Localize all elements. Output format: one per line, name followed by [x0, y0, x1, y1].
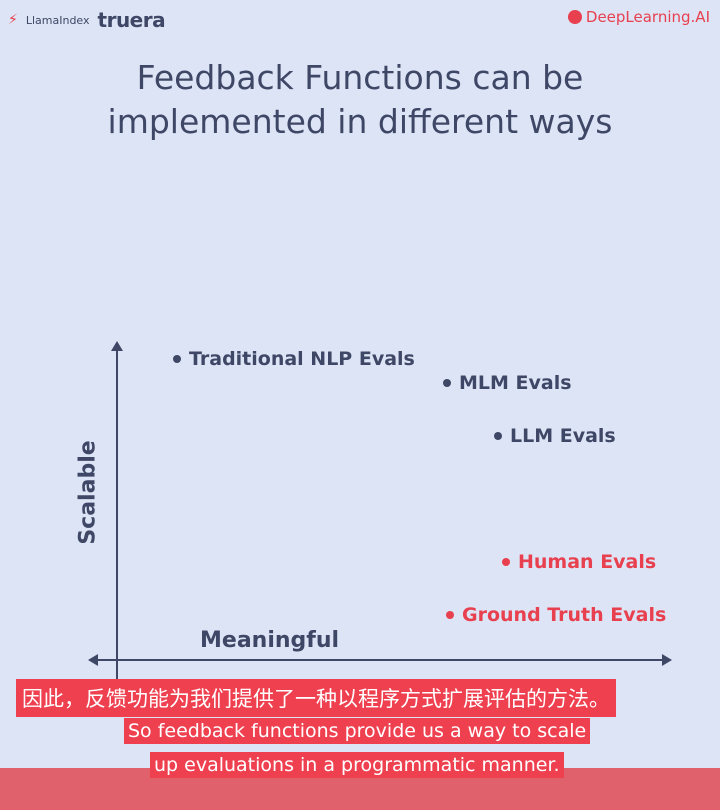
deeplearning-label: DeepLearning.AI: [585, 8, 710, 26]
point-label: Human Evals: [518, 551, 657, 573]
dot-icon: [173, 355, 181, 363]
x-axis-label: Meaningful: [200, 628, 340, 653]
subtitle-english-line-2: up evaluations in a programmatic manner.: [150, 752, 564, 778]
point-mlm: MLM Evals: [443, 372, 572, 394]
point-human: Human Evals: [502, 551, 656, 573]
y-axis: [111, 341, 123, 680]
point-ground-truth: Ground Truth Evals: [446, 604, 666, 626]
partner-logos: ⚡ LlamaIndex truera: [8, 8, 166, 32]
subtitle-english-line-1: So feedback functions provide us a way t…: [124, 718, 591, 744]
title-line-2: implemented in different ways: [107, 102, 613, 141]
dot-icon: [443, 379, 451, 387]
deeplearning-logo: DeepLearning.AI: [567, 8, 710, 26]
point-llm: LLM Evals: [494, 425, 616, 447]
point-label: Traditional NLP Evals: [189, 348, 415, 370]
dot-icon: [494, 432, 502, 440]
llama-icon: ⚡: [8, 12, 18, 28]
truera-logo: truera: [97, 8, 166, 32]
slide-title: Feedback Functions can be implemented in…: [0, 56, 720, 144]
y-axis-label: Scalable: [75, 440, 101, 545]
deeplearning-icon: [567, 10, 582, 24]
subtitle-chinese: 因此，反馈功能为我们提供了一种以程序方式扩展评估的方法。: [16, 679, 616, 717]
dot-icon: [502, 558, 510, 566]
x-axis: [88, 654, 672, 666]
point-label: MLM Evals: [459, 372, 572, 394]
point-traditional-nlp: Traditional NLP Evals: [173, 348, 415, 370]
dot-icon: [446, 611, 454, 619]
point-label: Ground Truth Evals: [462, 604, 667, 626]
llamaindex-logo: LlamaIndex: [25, 13, 90, 27]
title-line-1: Feedback Functions can be: [136, 58, 584, 97]
point-label: LLM Evals: [510, 425, 616, 447]
